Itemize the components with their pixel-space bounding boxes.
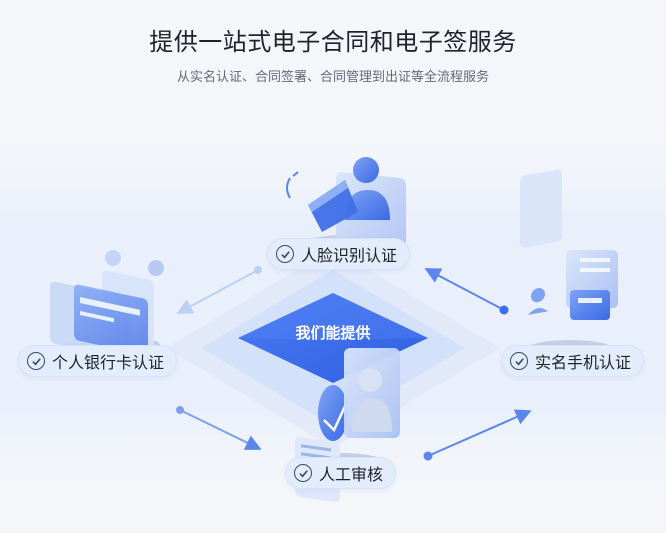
service-pill-bank-card[interactable]: 个人银行卡认证	[18, 345, 178, 377]
page-subtitle: 从实名认证、合同签署、合同管理到出证等全流程服务	[176, 70, 489, 85]
service-pill-face-recognition[interactable]: 人脸识别认证	[267, 238, 411, 270]
check-circle-icon	[510, 352, 528, 370]
check-circle-icon	[27, 352, 45, 370]
center-label: 我们能提供	[295, 324, 371, 342]
check-circle-icon	[276, 245, 294, 263]
service-pill-phone-auth[interactable]: 实名手机认证	[501, 345, 645, 377]
bank-card-icon	[50, 250, 164, 370]
page-title: 提供一站式电子合同和电子签服务	[149, 28, 517, 56]
service-label: 个人银行卡认证	[52, 353, 165, 372]
service-label: 人工审核	[319, 465, 384, 484]
check-circle-icon	[294, 464, 312, 482]
service-pill-manual-review[interactable]: 人工审核	[285, 457, 397, 489]
service-label: 实名手机认证	[535, 353, 632, 372]
service-label: 人脸识别认证	[301, 246, 398, 265]
